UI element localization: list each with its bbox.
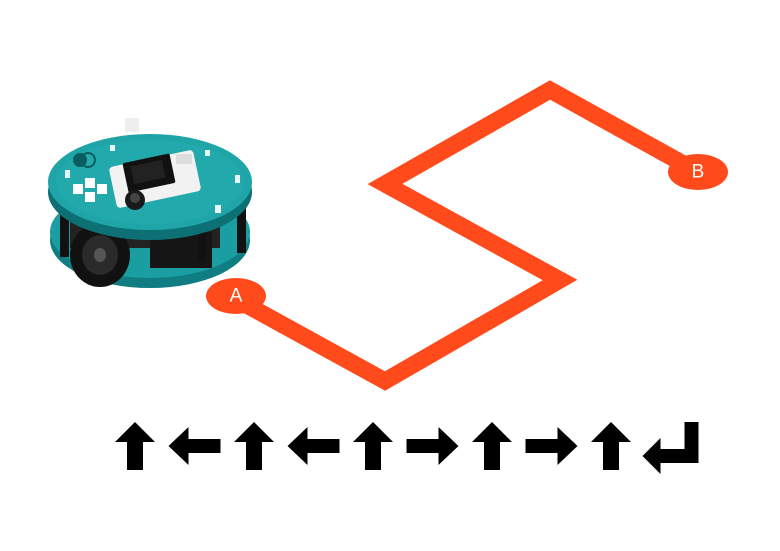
arrow-up-icon	[472, 422, 512, 470]
end-point-label: B	[692, 162, 705, 183]
arrow-right-icon	[406, 427, 459, 465]
command-sequence	[115, 422, 699, 474]
wheel-icon	[70, 223, 130, 287]
return-arrow-icon	[642, 422, 699, 474]
arduino-robot-icon	[48, 118, 252, 288]
end-point-b: B	[668, 154, 728, 190]
arrow-up-icon	[353, 422, 393, 470]
start-point-label: A	[230, 286, 243, 307]
arrow-left-icon	[287, 427, 340, 465]
arrow-up-icon	[234, 422, 274, 470]
arrow-up-icon	[115, 422, 155, 470]
arrow-right-icon	[525, 427, 578, 465]
arrow-left-icon	[168, 427, 221, 465]
route-path	[229, 80, 703, 391]
dpad-icon	[73, 178, 107, 202]
arrow-up-icon	[591, 422, 631, 470]
start-point-a: A	[206, 278, 266, 314]
